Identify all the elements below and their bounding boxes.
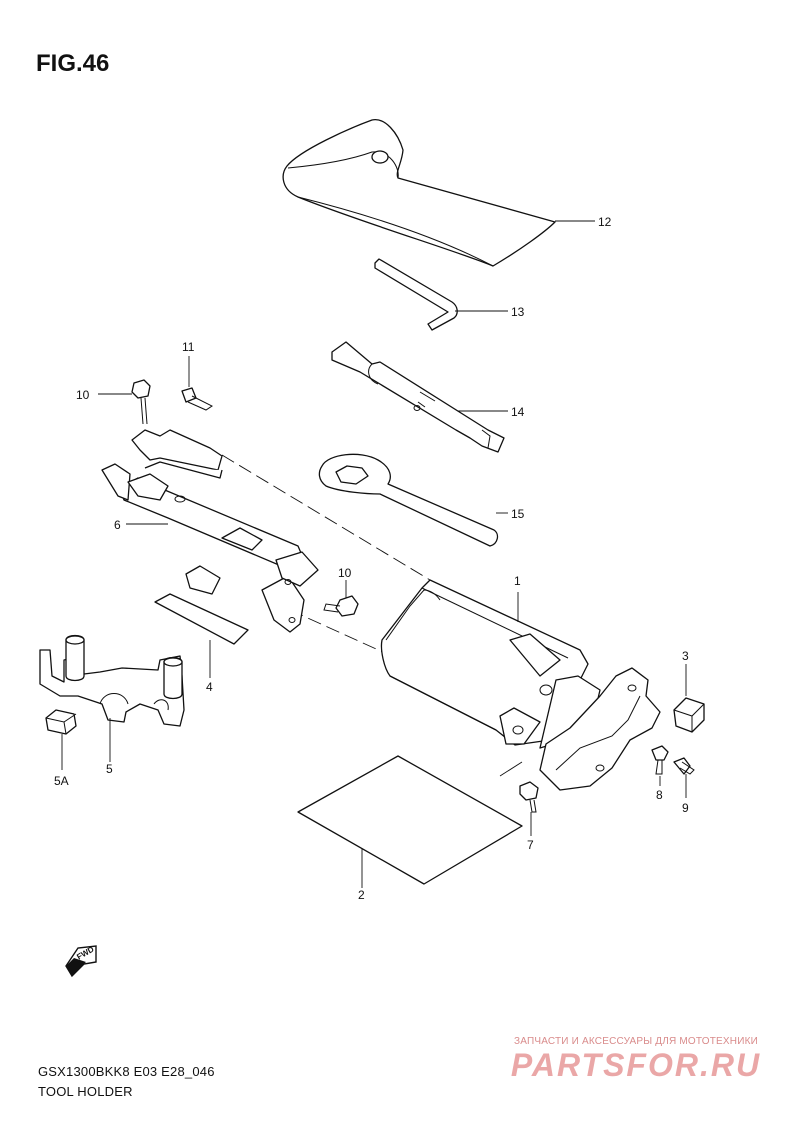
socket-wrench-part[interactable] — [331, 341, 505, 453]
figure-title: FIG.46 — [36, 50, 110, 77]
callout-14: 14 — [511, 405, 525, 419]
grommet-part[interactable] — [673, 697, 705, 733]
watermark-tagline: ЗАПЧАСТИ И АКСЕССУАРЫ ДЛЯ МОТОТЕХНИКИ — [513, 1036, 759, 1047]
tool-bag-part[interactable] — [282, 119, 556, 267]
screw-small-part[interactable] — [673, 757, 695, 775]
callout-3: 3 — [682, 649, 689, 663]
watermark: ЗАПЧАСТИ И АКСЕССУАРЫ ДЛЯ МОТОТЕХНИКИ PA… — [488, 1036, 784, 1083]
callout-5: 5 — [106, 762, 113, 776]
model-code: GSX1300BKK8 E03 E28_046 — [38, 1064, 215, 1079]
rubber-strip-part[interactable] — [154, 593, 249, 645]
callout-10-lower: 10 — [338, 566, 352, 580]
watermark-logo: PARTSFOR.RU — [510, 1047, 762, 1083]
callout-10-upper: 10 — [76, 388, 90, 402]
callout-1: 1 — [514, 574, 521, 588]
flange-bolt-part[interactable] — [519, 781, 539, 813]
mounting-bracket-part[interactable] — [101, 429, 319, 633]
callout-6: 6 — [114, 518, 121, 532]
callout-11: 11 — [182, 340, 195, 354]
rivet-part[interactable] — [651, 745, 669, 775]
mat-part[interactable] — [297, 755, 523, 885]
tool-holder-case-part[interactable] — [380, 579, 601, 749]
callout-5a: 5A — [54, 774, 69, 788]
callout-9: 9 — [682, 801, 689, 815]
ring-spanner-part[interactable] — [318, 453, 499, 547]
callout-8: 8 — [656, 788, 663, 802]
callout-4: 4 — [206, 680, 213, 694]
screw-part[interactable] — [181, 387, 213, 411]
lower-bracket-part[interactable] — [39, 634, 185, 727]
callout-15: 15 — [511, 507, 525, 521]
callout-12: 12 — [598, 215, 612, 229]
fwd-arrow-icon: FWD — [65, 945, 97, 978]
callout-7: 7 — [527, 838, 534, 852]
figure-footer: GSX1300BKK8 E03 E28_046 TOOL HOLDER — [38, 1062, 215, 1102]
hex-wrench-part[interactable] — [374, 258, 458, 331]
callout-2: 2 — [358, 888, 365, 902]
bolt-lower-part[interactable] — [323, 595, 359, 617]
lid-plate-part[interactable] — [539, 667, 661, 791]
figure-caption: TOOL HOLDER — [38, 1084, 133, 1099]
callout-13: 13 — [511, 305, 525, 319]
bolt-upper-part[interactable] — [131, 379, 151, 425]
rubber-block-part[interactable] — [45, 709, 77, 735]
